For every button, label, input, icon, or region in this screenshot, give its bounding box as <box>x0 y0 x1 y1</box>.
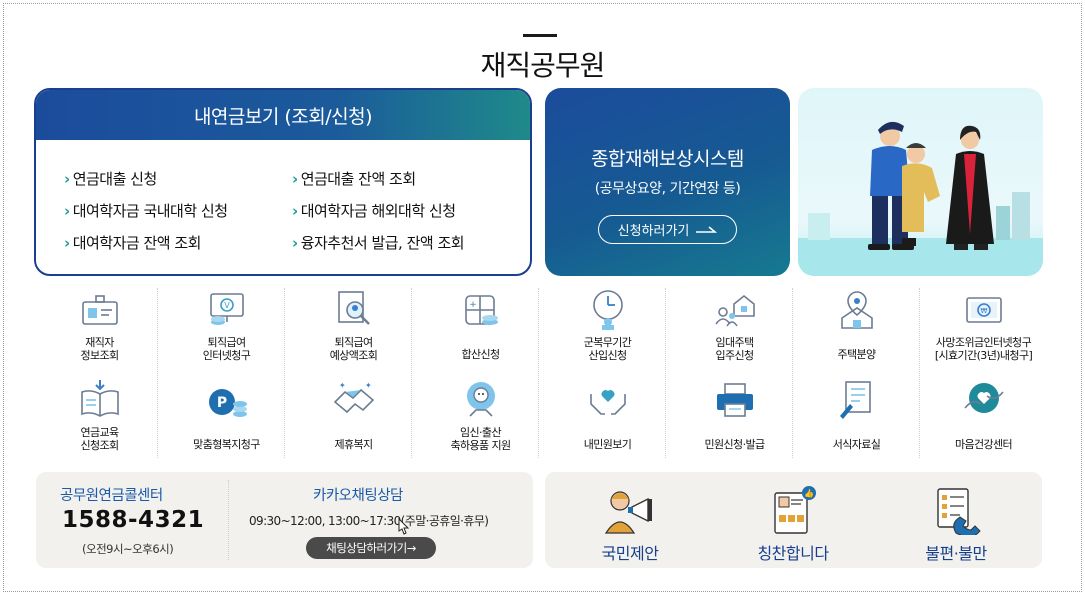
link-pension-loan-balance[interactable]: ›연금대출 잔액 조회 <box>292 169 416 189</box>
point-coins-icon: P <box>209 389 247 417</box>
grid-separator <box>792 288 793 458</box>
money-envelope-icon: ₩ <box>966 297 1002 323</box>
service-employee-info[interactable]: 재직자 정보조회 <box>36 286 163 372</box>
service-affiliate-welfare[interactable]: ✦✦ 제휴복지 <box>290 376 417 462</box>
chevron-right-icon: › <box>64 169 70 188</box>
baby-icon <box>467 382 495 417</box>
callcenter-title: 공무원연금콜센터 <box>60 488 163 504</box>
chevron-right-icon: › <box>64 233 70 252</box>
service-mental-health[interactable]: 마음건강센터 <box>920 376 1047 462</box>
mouse-cursor-icon <box>398 518 410 535</box>
grid-separator <box>157 288 158 458</box>
pension-card: 내연금보기 (조회/신청) ›연금대출 신청 ›연금대출 잔액 조회 ›대여학자… <box>34 88 532 276</box>
chevron-right-icon: › <box>292 201 298 220</box>
monitor-coins-icon: V <box>210 293 244 325</box>
service-retirement-estimate[interactable]: 퇴직급여 예상액조회 <box>290 286 417 372</box>
svg-text:+: + <box>469 300 477 310</box>
kakao-hours: 09:30~12:00, 13:00~17:30(주말·공휴일·휴무) <box>249 514 489 528</box>
contact-separator <box>228 480 229 560</box>
id-card-icon <box>82 295 118 325</box>
page-frame <box>3 3 1082 592</box>
title-accent-bar <box>523 34 557 37</box>
service-military-period[interactable]: 군복무기간 산입신청 <box>544 286 671 372</box>
link-tuition-overseas[interactable]: ›대여학자금 해외대학 신청 <box>292 201 456 221</box>
house-family-icon <box>715 294 755 327</box>
compensation-subtitle: (공무상요양, 기간연장 등) <box>594 181 741 197</box>
hands-heart-icon <box>590 390 626 415</box>
chevron-right-icon: › <box>64 201 70 220</box>
map-pin-house-icon <box>841 291 873 329</box>
document-search-icon <box>338 291 370 325</box>
megaphone-person-icon <box>604 491 652 534</box>
compensation-apply-button[interactable]: 신청하러가기 <box>598 215 737 244</box>
svg-text:✦: ✦ <box>365 381 372 390</box>
kakao-chat-button[interactable]: 채팅상담하러가기→ <box>306 537 436 559</box>
chevron-right-icon: › <box>292 233 298 252</box>
svg-text:✦: ✦ <box>339 381 346 390</box>
illustration-banner[interactable] <box>798 88 1043 276</box>
printer-icon <box>717 383 753 417</box>
grid-separator <box>411 288 412 458</box>
page-title: 재직공무원 <box>480 49 606 82</box>
service-condolence-claim[interactable]: ₩ 사망조위금인터넷청구 [시효기간(3년)내청구] <box>920 286 1047 372</box>
service-forms-library[interactable]: 서식자료실 <box>793 376 920 462</box>
calculator-icon: + <box>465 295 498 325</box>
service-retirement-claim[interactable]: V 퇴직급여 인터넷청구 <box>163 286 290 372</box>
link-tuition-domestic[interactable]: ›대여학자금 국내대학 신청 <box>64 201 228 221</box>
service-my-complaints[interactable]: 내민원보기 <box>544 376 671 462</box>
svg-text:👍: 👍 <box>804 488 814 498</box>
callcenter-number[interactable]: 1588-4321 <box>62 507 205 533</box>
compensation-card: 종합재해보상시스템 (공무상요양, 기간연장 등) 신청하러가기 <box>545 88 790 276</box>
document-pen-icon <box>840 381 871 419</box>
grid-separator <box>538 288 539 458</box>
service-custom-welfare[interactable]: P 맞춤형복지청구 <box>163 376 290 462</box>
service-pregnancy-support[interactable]: 임신·출산 축하용품 지원 <box>417 376 544 462</box>
compensation-title: 종합재해보상시스템 <box>591 148 744 170</box>
svg-text:V: V <box>224 301 230 310</box>
hand-heart-icon <box>964 383 1004 413</box>
thumbs-up-board-icon: 👍 <box>774 486 816 534</box>
grid-separator <box>665 288 666 458</box>
link-loan-recommendation[interactable]: ›융자추천서 발급, 잔액 조회 <box>292 233 465 253</box>
service-civil-issuance[interactable]: 민원신청·발급 <box>671 376 798 462</box>
pension-card-header[interactable]: 내연금보기 (조회/신청) <box>36 90 530 140</box>
service-rental-housing[interactable]: 임대주택 입주신청 <box>671 286 798 372</box>
arrow-right-icon <box>696 225 718 233</box>
handshake-icon: ✦✦ <box>333 381 375 414</box>
service-pension-education[interactable]: 연금교육 신청조회 <box>36 376 163 462</box>
grid-separator <box>284 288 285 458</box>
svg-text:P: P <box>217 395 227 411</box>
link-pension-loan-apply[interactable]: ›연금대출 신청 <box>64 169 157 189</box>
callcenter-hours: (오전9시~오후6시) <box>82 542 174 556</box>
link-tuition-balance[interactable]: ›대여학자금 잔액 조회 <box>64 233 201 253</box>
open-book-icon <box>81 380 119 417</box>
svg-text:₩: ₩ <box>981 307 988 315</box>
service-housing-sale[interactable]: 주택분양 <box>793 286 920 372</box>
workers-illustration <box>798 121 1043 276</box>
grid-separator <box>919 288 920 458</box>
phone-checklist-icon <box>937 488 981 535</box>
service-combined-apply[interactable]: + 합산신청 <box>417 286 544 372</box>
kakao-title: 카카오채팅상담 <box>313 488 403 504</box>
contact-panel <box>36 472 533 568</box>
clock-person-icon <box>593 290 623 330</box>
chevron-right-icon: › <box>292 169 298 188</box>
